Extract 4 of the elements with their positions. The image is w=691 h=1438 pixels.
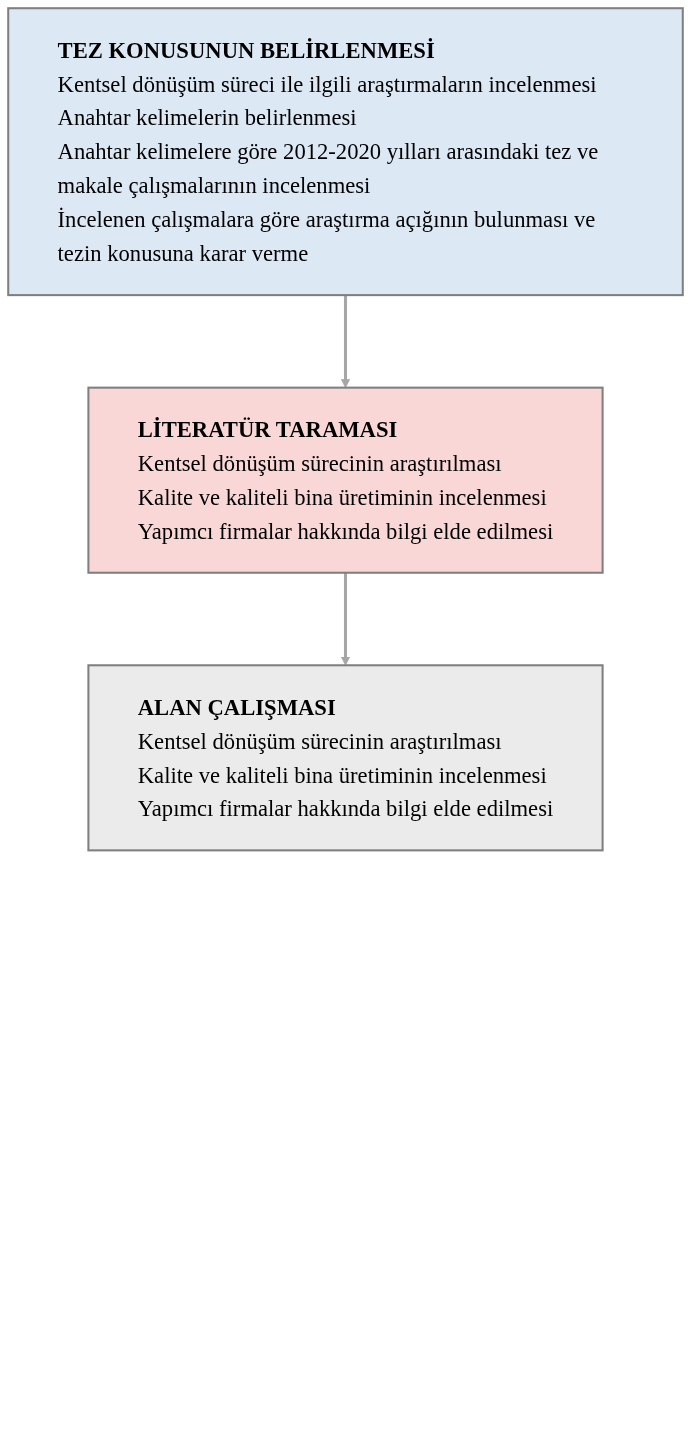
arrow <box>341 572 350 666</box>
node-box: LİTERATÜR TARAMASI Kentsel dönüşüm sürecinin araştırılması Kalite ve kaliteli bina üretiminin incelenmesi Yapımcı firmalar hakkında bilgi elde edilmesi <box>87 386 604 574</box>
node-box: TEZ KONUSUNUN BELİRLENMESİ Kentsel dönüşüm süreci ile ilgili araştırmaların incelenmesi Anahtar kelimelerin belirlenmesi Anahtar kelimelere göre 2012-2020 yılları arasındaki tez ve makale çalışmalarının incelenmesi İncelenen çalışmalara göre araştırma açığının bulunması ve tezin konusuna karar verme <box>7 7 684 297</box>
node-box: ALAN ÇALIŞMASI Kentsel dönüşüm sürecinin araştırılması Kalite ve kaliteli bina üretiminin incelenmesi Yapımcı firmalar hakkında bilgi elde edilmesi <box>87 664 604 852</box>
